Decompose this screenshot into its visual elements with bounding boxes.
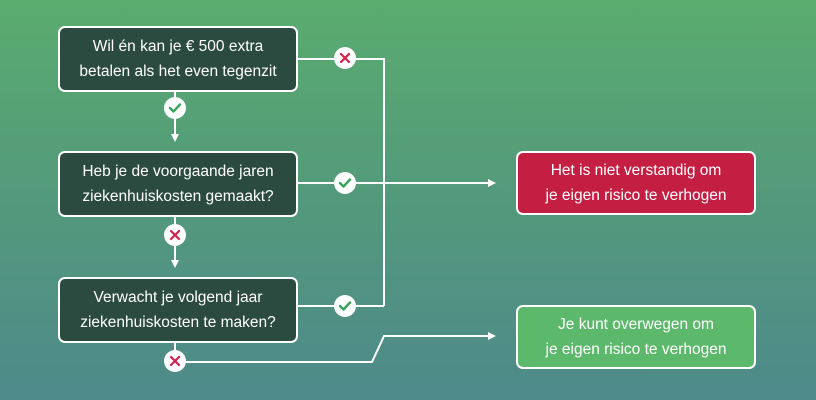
question-3: Verwacht je volgend jaar ziekenhuiskoste…	[58, 277, 298, 343]
outcome-not-advisable: Het is niet verstandig om je eigen risic…	[516, 151, 756, 215]
cross-icon	[334, 47, 356, 69]
question-2: Heb je de voorgaande jaren ziekenhuiskos…	[58, 151, 298, 217]
question-1: Wil én kan je € 500 extra betalen als he…	[58, 26, 298, 92]
q1-no-connector	[298, 58, 385, 306]
cross-icon	[164, 350, 186, 372]
outcome-consider: Je kunt overwegen om je eigen risico te …	[516, 305, 756, 369]
check-icon	[334, 172, 356, 194]
check-icon	[334, 295, 356, 317]
check-icon	[164, 97, 186, 119]
cross-icon	[164, 224, 186, 246]
